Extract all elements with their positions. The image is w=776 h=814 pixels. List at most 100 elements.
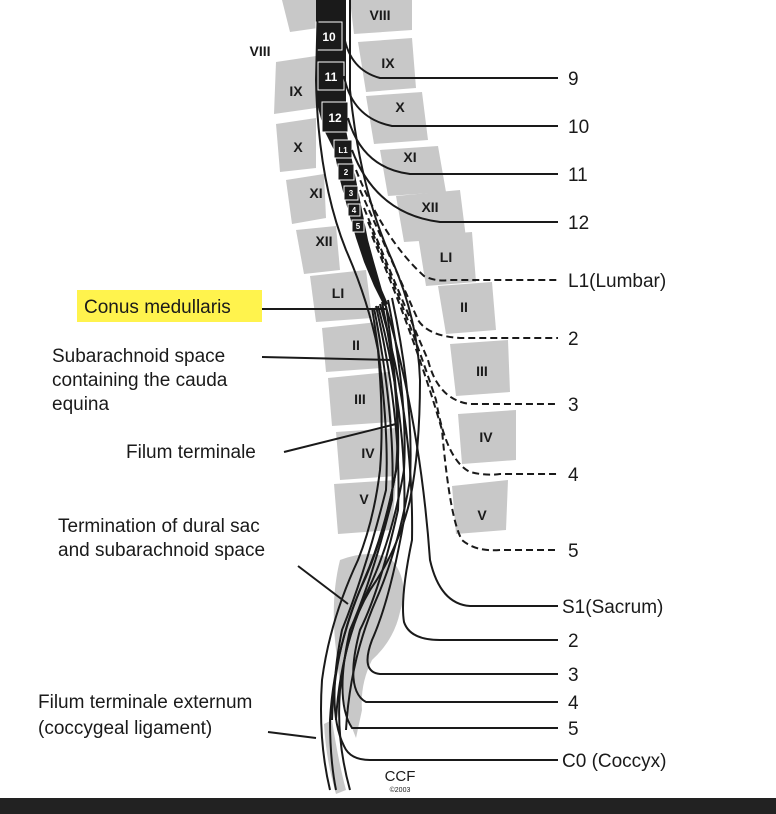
lumbar-nerve-roots	[355, 169, 558, 552]
dura-outline-left	[314, 0, 383, 791]
vertebra-label: V	[359, 491, 369, 507]
cord-segment-box	[321, 101, 349, 133]
vertebra-left	[328, 372, 392, 426]
nerve-root-t12	[351, 149, 558, 223]
credit-year: ©2003	[390, 786, 411, 794]
vertebra-right	[450, 340, 510, 396]
cord-segment-label: 3	[349, 189, 354, 198]
nerve-label-s1: S1(Sacrum)	[562, 597, 663, 618]
label-subarachnoid-line3: equina	[52, 394, 109, 415]
nerve-root-l5	[371, 235, 558, 552]
label-externum-line2: (coccygeal ligament)	[38, 718, 212, 739]
label-subarachnoid-line2: containing the cauda	[52, 370, 228, 391]
cord-segment-label: 10	[322, 30, 336, 44]
leader-externum	[267, 731, 317, 739]
vertebra-label: VIII	[369, 7, 390, 23]
vertebra-right	[396, 190, 466, 242]
leader-lines	[261, 308, 397, 739]
vertebra-label: XI	[403, 149, 416, 165]
nerve-root-s2	[379, 303, 558, 641]
vertebra-label: XI	[309, 185, 322, 201]
nerve-label-s3: 3	[568, 665, 579, 686]
nerve-label-l3: 3	[568, 395, 579, 416]
vertebra-label: IX	[289, 83, 303, 99]
dura-outline-right	[338, 0, 422, 791]
cord-segment-label: 5	[356, 222, 361, 231]
nerve-label-s2: 2	[568, 631, 579, 652]
leader-subarachnoid	[261, 356, 395, 361]
label-filum-terminale: Filum terminale	[126, 442, 256, 463]
cord-segment-box	[343, 185, 359, 201]
cauda-fiber	[335, 299, 406, 721]
vertebra-right	[380, 146, 446, 196]
nerve-label-t10: 10	[568, 117, 589, 138]
nerve-label-t12: 12	[568, 213, 589, 234]
vertebra-left	[286, 174, 326, 224]
leader-filum	[283, 423, 397, 453]
label-termination-line2: and subarachnoid space	[58, 540, 265, 561]
cord-segment-label: 11	[325, 70, 338, 84]
nerve-label-l1: L1(Lumbar)	[568, 271, 666, 292]
vertebra-label: XII	[421, 199, 438, 215]
nerve-label-l5: 5	[568, 541, 579, 562]
nerve-label-t11: 11	[568, 165, 588, 186]
cord-segment-box	[347, 203, 361, 217]
cord-segment-box	[315, 21, 343, 51]
bottom-bar	[0, 798, 776, 814]
vertebra-label: LI	[332, 285, 344, 301]
label-subarachnoid-line1: Subarachnoid space	[52, 346, 225, 367]
vertebra-labels-right: VIII IX X XI XII LI II III IV V	[369, 7, 493, 523]
vertebra-left	[274, 56, 316, 114]
nerve-root-l1	[355, 169, 558, 282]
nerve-root-l2	[359, 189, 558, 339]
nerve-roots	[328, 35, 558, 791]
vertebra-left	[296, 226, 340, 274]
nerve-root-s1	[383, 299, 558, 607]
cord-segment-box	[337, 163, 355, 181]
nerve-root-l4	[367, 221, 558, 476]
credit-logo: CCF	[385, 768, 416, 785]
vertebra-label: XII	[315, 233, 332, 249]
vertebra-right	[350, 0, 412, 34]
label-externum-line1: Filum terminale externum	[38, 692, 252, 713]
nerve-label-s4: 4	[568, 693, 579, 714]
nerve-label-t9: 9	[568, 69, 579, 90]
vertebra-label: X	[293, 139, 303, 155]
vertebra-right	[452, 480, 508, 534]
nerve-label-s5: 5	[568, 719, 579, 740]
vertebra-labels-left: VIII IX X XI XII LI II III IV V	[249, 43, 375, 507]
vertebra-label: II	[460, 299, 468, 315]
nerve-root-t10	[343, 75, 558, 127]
nerve-label-l4: 4	[568, 465, 579, 486]
vertebra-label: IV	[361, 445, 375, 461]
vertebra-label: X	[395, 99, 405, 115]
vertebra-right	[438, 282, 496, 334]
spinal-cord: 10 11 12 L1 2 3 4 5	[315, 0, 388, 306]
cord-segment-box	[333, 139, 353, 159]
label-termination-line1: Termination of dural sac	[58, 516, 260, 537]
cord-segment-label: L1	[338, 146, 348, 155]
conus-highlight	[77, 290, 262, 322]
nerve-root-l3	[363, 207, 558, 405]
cauda-fiber	[331, 301, 399, 721]
vertebra-left	[334, 480, 396, 534]
vertebra-left	[282, 0, 318, 32]
cord-segment-label: 2	[344, 168, 349, 177]
vertebra-label: LI	[440, 249, 452, 265]
cauda-fiber	[345, 297, 412, 731]
vertebra-right	[418, 232, 476, 286]
vertebra-label: VIII	[249, 43, 270, 59]
vertebra-label: IX	[381, 55, 395, 71]
cord-segment-label: 4	[352, 206, 357, 215]
dural-sac	[314, 0, 422, 791]
nerve-root-co	[333, 307, 558, 761]
vertebrae-right-column	[350, 0, 516, 534]
vertebra-left	[276, 118, 316, 172]
leader-termination	[297, 565, 349, 605]
cord-segment-box	[351, 219, 365, 233]
vertebra-label: V	[477, 507, 487, 523]
nerve-root-s5	[341, 307, 558, 729]
nerve-label-co: C0 (Coccyx)	[562, 751, 667, 772]
vertebra-right	[366, 92, 428, 144]
